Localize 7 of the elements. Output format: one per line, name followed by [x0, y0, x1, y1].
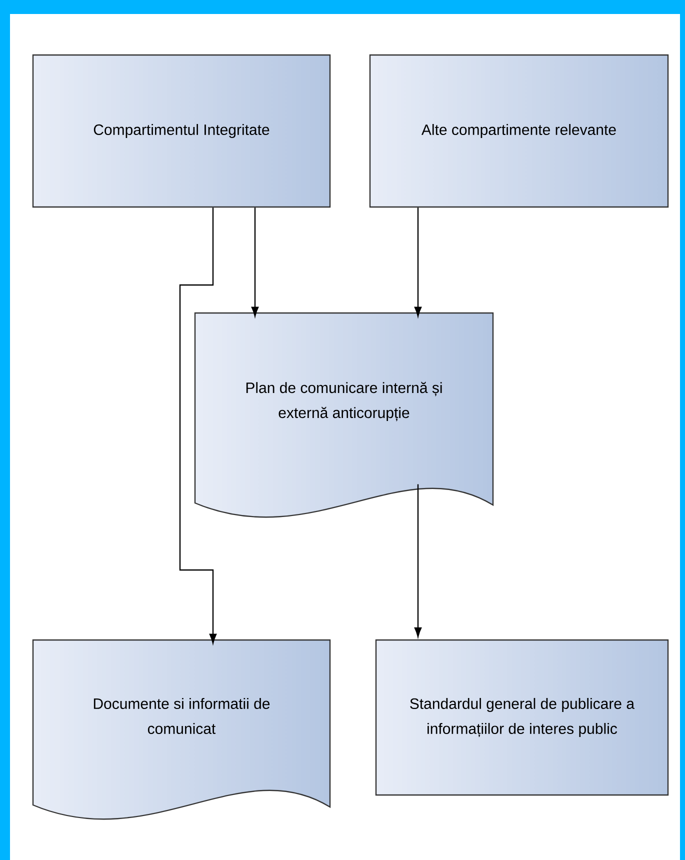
- process-box: Standardul general de publicare a informațiilor de interes public: [375, 639, 669, 796]
- arrow: [414, 484, 422, 638]
- process-box: Alte compartimente relevante: [369, 54, 669, 208]
- arrow: [414, 208, 422, 317]
- arrow: [179, 208, 217, 644]
- process-box: Compartimentul Integritate: [32, 54, 331, 208]
- arrow: [251, 208, 259, 317]
